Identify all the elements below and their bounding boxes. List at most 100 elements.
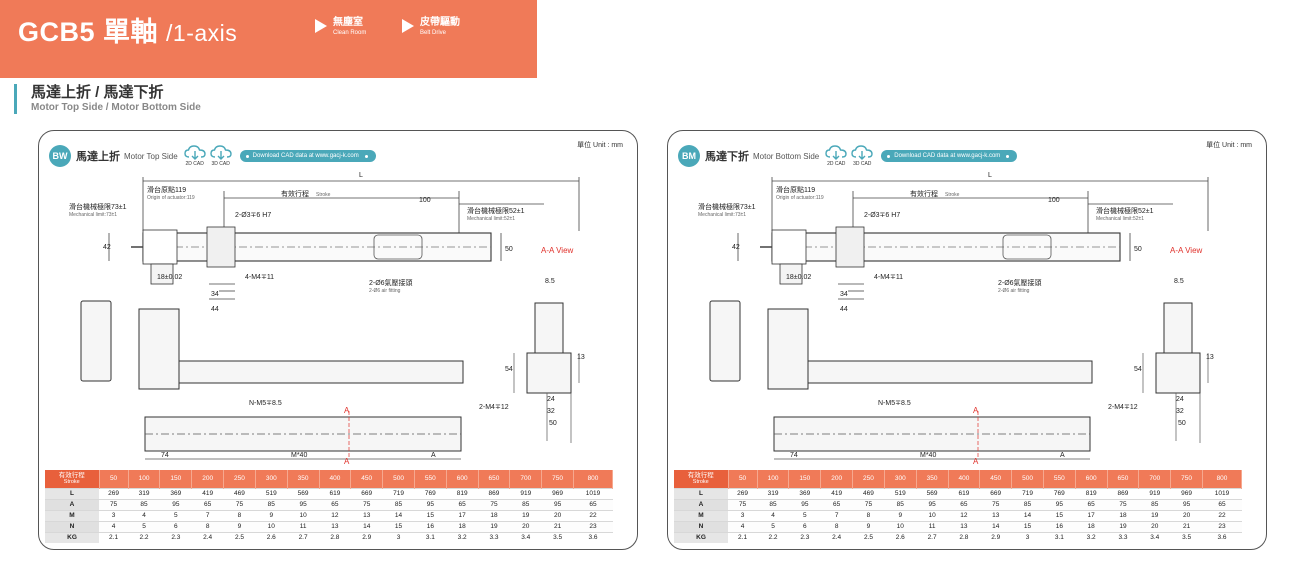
dim-42: 42: [732, 244, 740, 251]
cad-2d-download[interactable]: 2D CAD: [183, 145, 206, 167]
table-cell: 419: [191, 487, 224, 499]
dim-100: 100: [419, 197, 431, 204]
table-cell: 18: [478, 509, 510, 521]
table-cell: 17: [446, 509, 479, 521]
panel-header: BM 馬達下折 Motor Bottom Side 2D CAD 3D CAD …: [678, 145, 1018, 167]
stroke-value-cell: 600: [446, 470, 479, 488]
stroke-value-cell: 300: [884, 470, 917, 488]
table-cell: 2.7: [916, 531, 948, 543]
bottom-hole-spec: N-M5∓8.5: [878, 400, 911, 407]
section-title-zh: 馬達上折 / 馬達下折: [31, 84, 164, 101]
cad-2d-label: 2D CAD: [827, 161, 846, 167]
table-cell: 369: [788, 487, 821, 499]
bottom-hole-spec: N-M5∓8.5: [249, 400, 282, 407]
table-cell: 3.5: [1170, 531, 1203, 543]
stroke-value-cell: 450: [350, 470, 384, 488]
table-cell: 319: [128, 487, 160, 499]
table-cell: 269: [99, 487, 129, 499]
section-title: 馬達上折 / 馬達下折 Motor Top Side / Motor Botto…: [14, 84, 201, 114]
mech-limit-left-zh: 滑台機械極限73±1: [698, 202, 756, 211]
table-cell: 95: [414, 498, 447, 510]
tag-belt-drive-en: Belt Drive: [420, 30, 447, 36]
table-cell: 819: [446, 487, 479, 499]
table-cell: 14: [979, 520, 1012, 532]
dim-50-bottom: 50: [549, 420, 557, 427]
table-cell: 85: [509, 498, 542, 510]
tag-clean-room-zh: 無塵室: [333, 17, 363, 28]
stroke-value-cell: 100: [128, 470, 161, 488]
table-cell: 11: [916, 520, 948, 532]
stroke-value-cell: 750: [541, 470, 574, 488]
table-cell: 5: [788, 509, 821, 521]
table-cell: 95: [1170, 498, 1203, 510]
table-cell: 19: [1138, 509, 1171, 521]
dim-18: 18±0.02: [786, 274, 811, 281]
cloud-download-icon: [851, 145, 873, 160]
table-cell: 85: [255, 498, 288, 510]
unit-label: 單位 Unit : mm: [1206, 142, 1252, 149]
table-cell: 3.6: [573, 531, 613, 543]
table-cell: 719: [1011, 487, 1044, 499]
download-cad-text: Download CAD data at www.gacj-k.com: [252, 153, 359, 159]
stroke-value-cell: 500: [1011, 470, 1044, 488]
table-cell: 2.9: [979, 531, 1012, 543]
table-cell: 2.1: [99, 531, 129, 543]
table-cell: 2.9: [350, 531, 383, 543]
dim-L: L: [359, 172, 363, 179]
stroke-value-cell: 250: [223, 470, 256, 488]
table-cell: 919: [1138, 487, 1171, 499]
dim-54: 54: [505, 366, 513, 373]
origin-label-en: Origin of actuator:119: [776, 195, 824, 201]
table-cell: 65: [948, 498, 980, 510]
table-cell: 13: [948, 520, 980, 532]
table-cell: 11: [287, 520, 319, 532]
table-cell: 9: [852, 520, 885, 532]
table-cell: 23: [573, 520, 613, 532]
dim-13: 13: [577, 354, 585, 361]
dim-32: 32: [547, 408, 555, 415]
table-cell: 669: [350, 487, 383, 499]
dim-8-5: 8.5: [1174, 278, 1184, 285]
dim-L: L: [988, 172, 992, 179]
bullet-icon: [1006, 154, 1010, 158]
table-cell: 12: [948, 509, 980, 521]
table-cell: 9: [884, 509, 917, 521]
section-title-en: Motor Top Side / Motor Bottom Side: [31, 102, 201, 113]
stroke-label-en: Stroke: [945, 192, 960, 198]
table-cell: 2.4: [820, 531, 853, 543]
download-cad-link[interactable]: Download CAD data at www.gacj-k.com: [881, 150, 1018, 162]
download-cad-link[interactable]: Download CAD data at www.gacj-k.com: [239, 150, 376, 162]
table-cell: 3: [99, 509, 129, 521]
dim-m40: M*40: [920, 452, 936, 459]
cad-2d-download[interactable]: 2D CAD: [825, 145, 847, 167]
cloud-download-icon: [209, 145, 232, 160]
table-cell: 569: [287, 487, 319, 499]
dim-74: 74: [161, 452, 169, 459]
cad-3d-download[interactable]: 3D CAD: [209, 145, 232, 167]
table-cell: 20: [541, 509, 574, 521]
table-cell: 21: [541, 520, 574, 532]
table-cell: 8: [820, 520, 853, 532]
cad-3d-download[interactable]: 3D CAD: [851, 145, 873, 167]
table-cell: 21: [1170, 520, 1203, 532]
table-cell: 95: [916, 498, 948, 510]
panel-badge: BM: [678, 145, 700, 167]
stroke-value-cell: 550: [1043, 470, 1076, 488]
dim-50: 50: [505, 246, 513, 253]
stroke-value-cell: 400: [948, 470, 981, 488]
stroke-value-cell: 550: [414, 470, 447, 488]
row-label: A: [674, 498, 728, 510]
row-label: L: [674, 487, 728, 499]
bullet-icon: [245, 154, 249, 158]
stroke-value-cell: 750: [1170, 470, 1203, 488]
cad-3d-label: 3D CAD: [853, 161, 872, 167]
table-cell: 19: [478, 520, 510, 532]
table-cell: 2.7: [287, 531, 319, 543]
dim-44: 44: [211, 306, 219, 313]
table-cell: 4: [128, 509, 160, 521]
dim-13: 13: [1206, 354, 1214, 361]
stroke-value-cell: 600: [1075, 470, 1108, 488]
table-cell: 14: [350, 520, 383, 532]
